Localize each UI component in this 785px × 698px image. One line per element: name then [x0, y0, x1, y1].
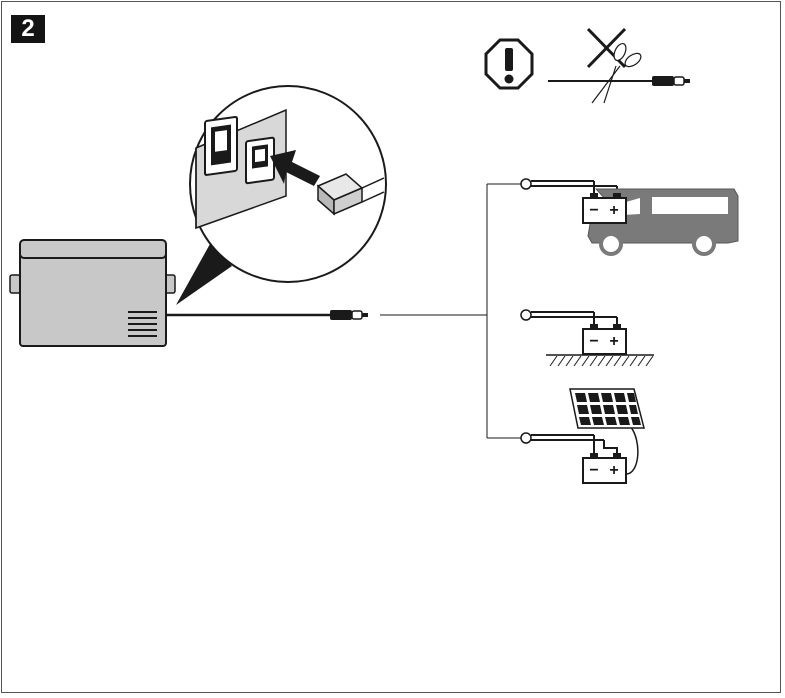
cigarette-plug-icon-main: [330, 310, 368, 320]
socket-detail-magnifier: [189, 85, 387, 283]
battery-plus-label-vehicle: +: [609, 202, 619, 219]
ac-socket-icon: [204, 115, 238, 176]
battery-plus-label-solar: +: [609, 462, 619, 479]
magnifier-pointer: [176, 244, 232, 305]
insert-arrow-icon: [270, 150, 320, 186]
solar-panel-icon: [569, 388, 645, 429]
battery-minus-label-solar: −: [589, 462, 599, 479]
step-number-badge: 2: [11, 15, 45, 43]
cooler-box: [9, 239, 176, 347]
ground-icon: [546, 354, 654, 367]
distribution-bus: [486, 183, 521, 439]
cooler-vent-grille: [128, 311, 157, 337]
battery-minus-label-ground: −: [589, 333, 599, 350]
dc-socket-icon: [245, 136, 275, 185]
dc-plug-icon: [316, 173, 385, 216]
battery-icon-ground: [582, 324, 627, 355]
battery-plus-label-ground: +: [609, 333, 619, 350]
battery-minus-label-vehicle: −: [589, 202, 599, 219]
exclamation-octagon-icon: [484, 38, 534, 90]
battery-icon-solar: [582, 453, 627, 484]
ground-battery-branch: [520, 309, 618, 329]
crossed-scissors-icon: [586, 27, 642, 104]
cigarette-plug-icon-warning: [652, 76, 690, 86]
battery-icon-vehicle: [582, 193, 627, 224]
